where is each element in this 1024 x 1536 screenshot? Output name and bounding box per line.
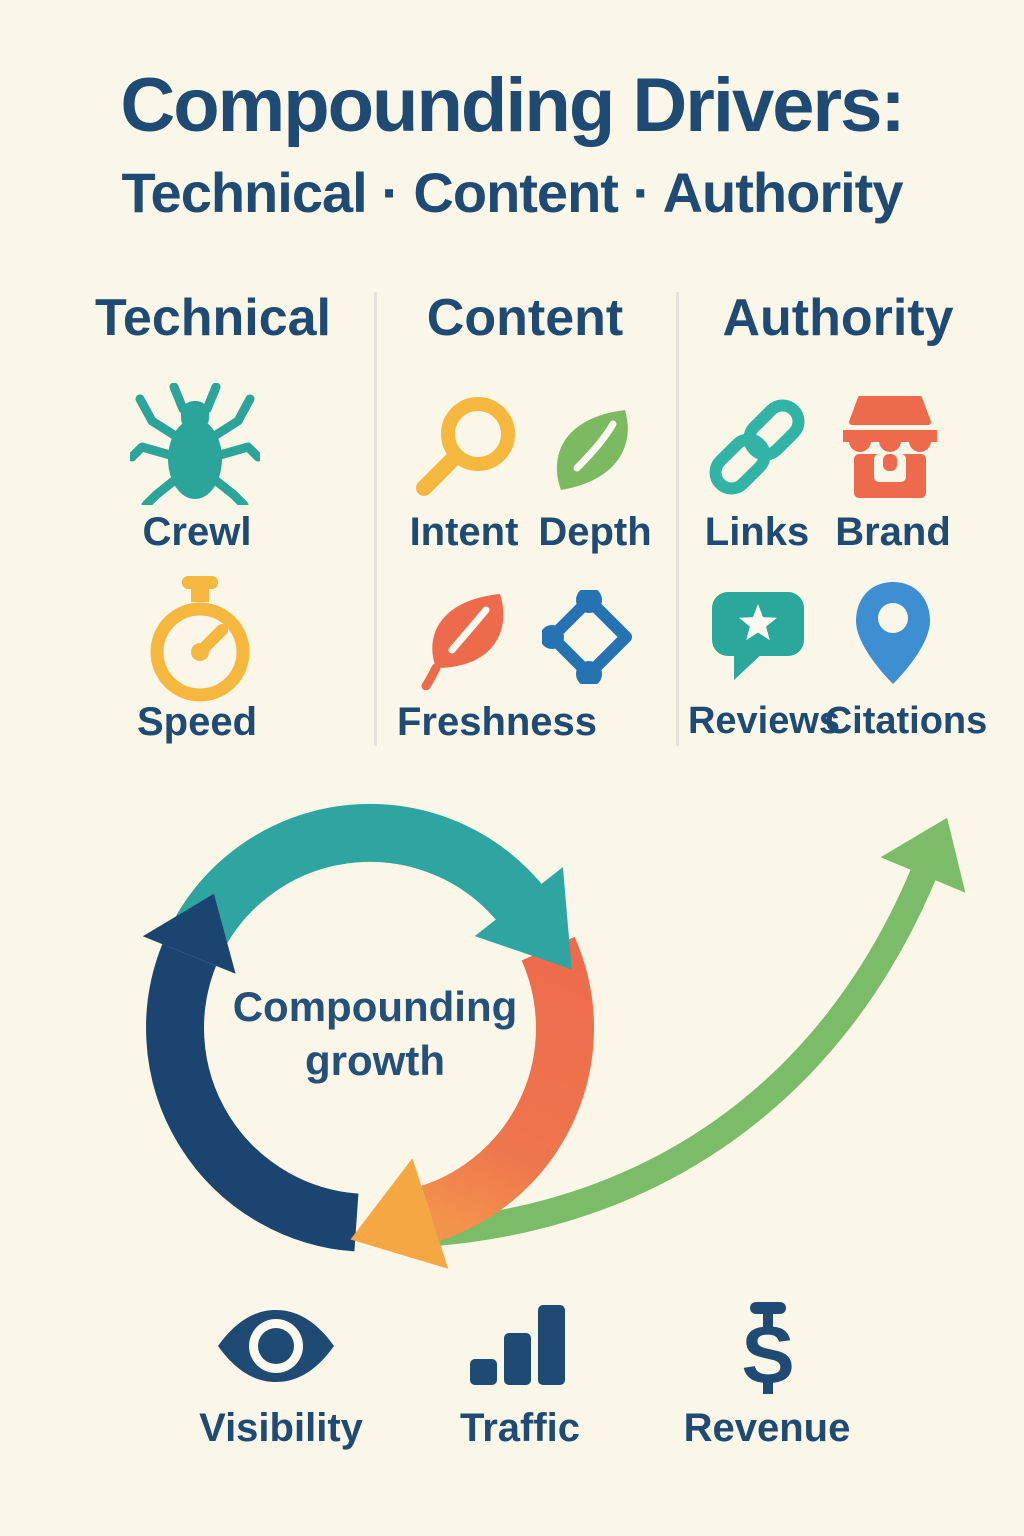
map-pin-icon: [856, 582, 930, 684]
cycle-center-label: Compounding growth: [175, 980, 575, 1088]
visibility-label: Visibility: [199, 1406, 363, 1450]
authority-column-header: Authority: [722, 289, 954, 347]
dollar-icon: S: [741, 1302, 795, 1398]
leaf-icon: [556, 410, 628, 490]
bar-chart-icon: [470, 1305, 565, 1385]
intent-label: Intent: [409, 510, 519, 554]
column-divider: [676, 292, 679, 746]
page-title: Compounding Drivers:: [120, 63, 905, 148]
growth-arrowhead: [880, 817, 966, 893]
magnifier-icon: [416, 397, 515, 496]
cycle-arc-orange: [420, 936, 594, 1242]
cycle-diagram: [142, 803, 966, 1269]
network-diamond-icon: [542, 590, 632, 684]
cycle-arrowhead-navy: [142, 893, 236, 974]
traffic-label: Traffic: [459, 1406, 581, 1450]
eye-icon: [218, 1310, 334, 1382]
reviews-label: Reviews: [687, 700, 841, 742]
bug-icon: [130, 383, 260, 505]
citations-label: Citations: [824, 700, 988, 742]
speed-label: Speed: [136, 700, 258, 744]
brand-label: Brand: [835, 510, 951, 554]
depth-label: Depth: [538, 510, 652, 554]
dollar-glyph: S: [741, 1310, 794, 1398]
review-bubble-star-icon: [712, 592, 804, 680]
links-label: Links: [704, 510, 810, 554]
revenue-label: Revenue: [683, 1406, 851, 1450]
growth-arrow: [416, 861, 937, 1247]
crawl-label: Crewl: [142, 510, 252, 554]
chain-link-icon: [709, 399, 805, 495]
cycle-label-line2: growth: [305, 1037, 445, 1084]
technical-column-header: Technical: [94, 289, 332, 347]
cycle-arc-teal: [172, 803, 547, 951]
cycle-arrowhead-yellow: [350, 1158, 449, 1269]
content-column-header: Content: [426, 289, 624, 347]
storefront-icon: [843, 396, 937, 498]
freshness-label: Freshness: [396, 700, 598, 744]
cycle-arrowhead-teal: [474, 867, 572, 970]
cycle-label-line1: Compounding: [232, 983, 518, 1030]
page-subtitle: Technical · Content · Authority: [121, 161, 904, 224]
cycle-arc-navy: [146, 944, 359, 1252]
leaf-icon: [421, 594, 504, 690]
column-divider: [374, 292, 377, 746]
stopwatch-icon: [150, 576, 250, 702]
